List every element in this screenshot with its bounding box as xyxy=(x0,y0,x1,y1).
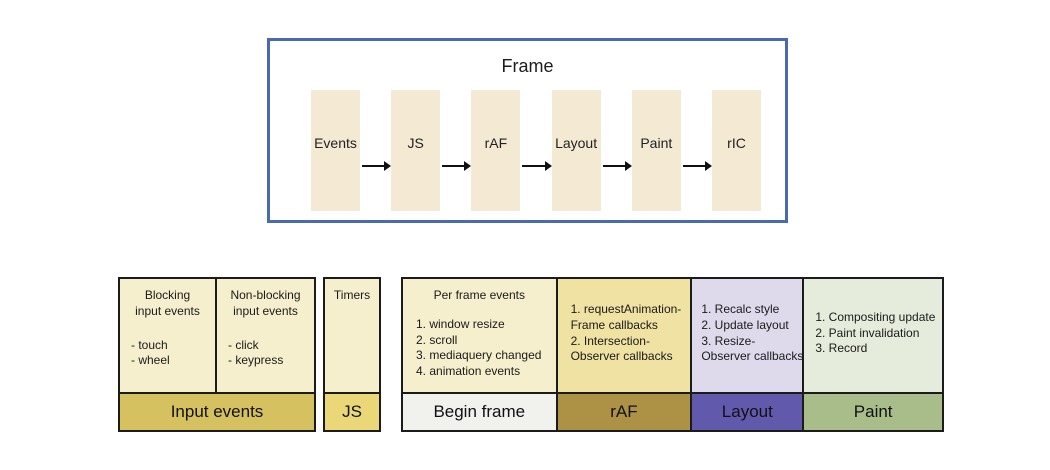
stage-events: Events xyxy=(311,90,360,211)
js-cells: Timers xyxy=(325,279,379,392)
frame-pipeline: Events JS rAF Layout Paint rIC xyxy=(270,90,785,211)
frame-box: Frame Events JS rAF Layout Paint rIC xyxy=(267,38,788,223)
stage-events-label: Events xyxy=(314,134,357,151)
stage-js-label: JS xyxy=(407,134,424,151)
layout-items: 1. Recalc style 2. Update layout 3. Resi… xyxy=(701,301,803,364)
blocking-input-cell: Blocking input events - touch - wheel xyxy=(120,279,217,392)
input-events-label: Input events xyxy=(120,392,314,430)
paint-items: 1. Compositing update 2. Paint invalidat… xyxy=(815,309,936,356)
arrow-right-icon xyxy=(360,90,392,211)
layout-column: 1. Recalc style 2. Update layout 3. Resi… xyxy=(692,279,805,430)
arrow-right-icon xyxy=(520,90,552,211)
stage-raf-label: rAF xyxy=(484,134,508,151)
input-events-table: Blocking input events - touch - wheel No… xyxy=(118,277,316,432)
frame-title: Frame xyxy=(501,56,554,76)
begin-frame-label: Begin frame xyxy=(403,392,556,430)
blocking-input-heading: Blocking input events xyxy=(135,288,200,318)
paint-cell: 1. Compositing update 2. Paint invalidat… xyxy=(804,279,943,392)
stage-ric-label: rIC xyxy=(727,134,746,151)
arrow-right-icon xyxy=(601,90,633,211)
raf-label: rAF xyxy=(557,392,691,430)
stage-paint-label: Paint xyxy=(640,134,673,151)
js-table: Timers JS xyxy=(323,277,381,432)
timers-heading: Timers xyxy=(333,288,371,302)
layout-cell: 1. Recalc style 2. Update layout 3. Resi… xyxy=(692,279,803,392)
stage-raf: rAF xyxy=(471,90,521,211)
begin-frame-items: 1. window resize 2. scroll 3. mediaquery… xyxy=(416,316,542,379)
begin-frame-cell: Per frame events 1. window resize 2. scr… xyxy=(403,279,556,392)
paint-column: 1. Compositing update 2. Paint invalidat… xyxy=(804,279,943,430)
nonblocking-input-cell: Non-blocking input events - click - keyp… xyxy=(217,279,314,392)
begin-frame-column: Per frame events 1. window resize 2. scr… xyxy=(403,279,558,430)
raf-cell: 1. requestAnimation- Frame callbacks 2. … xyxy=(557,279,691,392)
js-label: JS xyxy=(325,392,379,430)
nonblocking-input-items: - click - keypress xyxy=(228,337,284,368)
stage-layout: Layout xyxy=(551,90,601,211)
raf-column: 1. requestAnimation- Frame callbacks 2. … xyxy=(557,279,693,430)
arrow-right-icon xyxy=(681,90,713,211)
stage-js: JS xyxy=(391,90,441,211)
frame-pipeline-table: Per frame events 1. window resize 2. scr… xyxy=(401,277,944,432)
stage-layout-label: Layout xyxy=(555,134,598,151)
timers-cell: Timers xyxy=(325,279,379,392)
stage-ric: rIC xyxy=(712,90,762,211)
input-events-cells: Blocking input events - touch - wheel No… xyxy=(120,279,314,392)
arrow-right-icon xyxy=(440,90,472,211)
raf-items: 1. requestAnimation- Frame callbacks 2. … xyxy=(570,301,682,364)
begin-frame-heading: Per frame events xyxy=(433,288,525,302)
paint-label: Paint xyxy=(804,392,943,430)
layout-label: Layout xyxy=(692,392,803,430)
nonblocking-input-heading: Non-blocking input events xyxy=(230,288,301,318)
stage-paint: Paint xyxy=(631,90,681,211)
blocking-input-items: - touch - wheel xyxy=(131,337,170,368)
